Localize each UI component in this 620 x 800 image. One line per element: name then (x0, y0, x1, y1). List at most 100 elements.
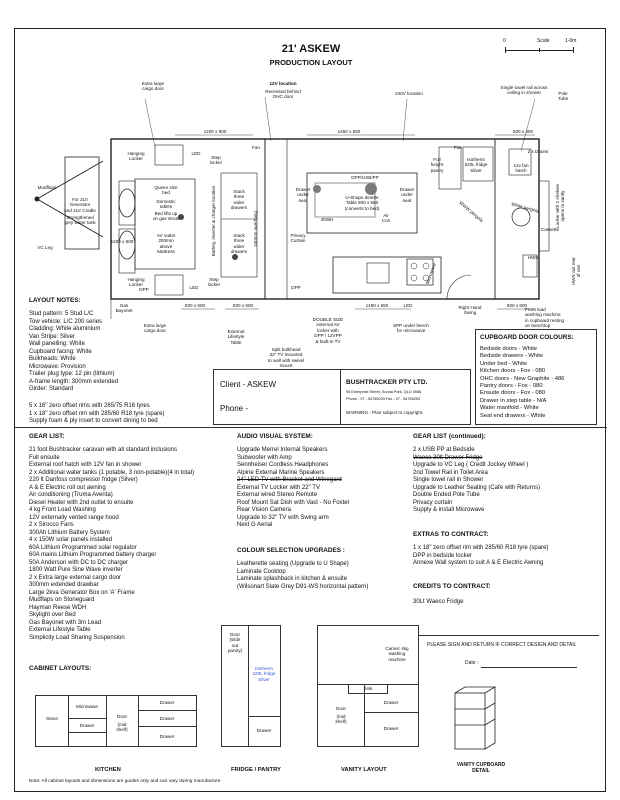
fridge-pantry-caption: FRIDGE / PANTRY (231, 767, 281, 773)
layout-note-item: Cupboard facing: White (29, 348, 92, 355)
led-bottom-right-label: LED (403, 303, 413, 308)
gear-list-item: 60A mains Lithium Programmed battery cha… (29, 552, 157, 558)
pantry-door-label: Door (slide out pantry) (227, 632, 243, 654)
colour-upgrade-item: Laminate Cooktop (237, 568, 286, 575)
gear-list-item: 300mm extended drawbar (29, 582, 99, 588)
av-system-item: Roof Mount Sat Dish with Vast - No Foxte… (237, 499, 349, 506)
dim-500x600-2: 500 x 600 (232, 303, 254, 308)
title-block: Client - ASKEW Phone - BUSHTRACKER PTY L… (213, 369, 471, 425)
dim-1450x550-bottom: 1450 x 550 (365, 303, 389, 308)
led-top-label: LED (191, 151, 201, 156)
gear-list-item: Skylight over Bed (29, 612, 76, 618)
scale-tick (539, 48, 540, 52)
av-system-item: Upgrade Merrel Internal Speakers (237, 447, 328, 453)
layout-notes-heading: LAYOUT NOTES: (29, 297, 81, 304)
av-system-item: Rear Vision Camera (237, 507, 291, 513)
fridge (462, 146, 494, 182)
layout-rim-item: 5 x 16" zero offset rims with 265/75 R16… (29, 403, 150, 409)
cooktop (406, 258, 434, 286)
floor-plan (34, 96, 550, 319)
vanity-drawer-top: Drawer (383, 700, 399, 705)
dim-500x600-3: 500 x 600 (506, 303, 528, 308)
stack-drawers (220, 172, 258, 278)
mudflap-upper (118, 180, 136, 226)
signature-line (419, 635, 599, 636)
credits-list: 30Lt Waeco Fridge (413, 599, 463, 607)
dinette-label: U-Shape dinette Table 900 x 550 (convert… (344, 195, 380, 211)
gear-list-item: Mudflaps on Stoneguard (29, 597, 95, 603)
drawing-sheet: 21' ASKEW PRODUCTION LAYOUT 0 Scale 1-0m (14, 28, 607, 792)
fan-left-label: Fan (252, 145, 260, 150)
layout-note-item: Trailer plug type: 12 pin (lithium) (29, 371, 115, 377)
gear-list-item: External Lifestyle Table (29, 627, 91, 633)
wheel-front-right (118, 230, 136, 260)
kitchen-drawer-bottom: Drawer (159, 734, 175, 739)
layout-note-item: A-frame length: 300mm extended (29, 378, 119, 385)
cupboard-colours-box: CUPBOARD DOOR COLOURS: Bedside doors - W… (475, 329, 597, 425)
step-locker-bottom-label: Step locker (207, 277, 221, 288)
cupboard-colour-item: Seat end drawers - White (480, 412, 546, 419)
gear-continued-item: Privacy curtain (413, 499, 453, 506)
gear-list-item: 2 x Additional water tanks (1 potable, 3… (29, 469, 195, 476)
scale-label: Scale (537, 38, 550, 44)
gear-list-item: 12V externally vented range hood (29, 514, 119, 521)
dpp-usb-pp-label: DPP/USB/PP (351, 175, 379, 180)
gear-list-item: Diesel Heater with 2nd outlet to ensuite (29, 499, 134, 506)
av-outlet-label: AV outlet 200mm above Mattress (156, 233, 176, 255)
tv-40wh-label: 40WH (320, 217, 334, 222)
gear-list-item: Air conditioning (Truma Aventa) (29, 492, 113, 498)
dpp-bottom-left-label: DPP (139, 287, 149, 292)
extras-heading: EXTRAS TO CONTRACT: (413, 531, 489, 538)
drains-label: 2 x Drains (527, 149, 549, 154)
phone-label: Phone - (220, 404, 249, 413)
vanity-sink-label: Sink (363, 686, 373, 691)
av-outlet-marker (178, 214, 184, 220)
gear-list-item: Hayman Reese WDH (29, 604, 87, 611)
fan-right-label: Fan (454, 145, 462, 150)
led-bottom-label: LED (189, 285, 199, 290)
company-name: BUSHTRACKER PTY LTD. (346, 379, 428, 386)
overhang-label: 100mm overhang (253, 211, 258, 247)
gear-continued-item: Upgrade to VC Leg ( Credit Jockey Wheel … (413, 462, 529, 468)
cassette-label: Cassette (540, 227, 560, 232)
sink (366, 262, 390, 284)
drawer-under-seat-2: Drawer under seat (399, 187, 415, 203)
company-address: 95 Enterprise Street, Kunda Park, QLD 45… (346, 390, 423, 394)
gear-list-item: 2 x Sirocco Fans (29, 522, 74, 528)
split-bulkhead-label: Split bulkhead 32" TV mounted to wall wi… (267, 347, 305, 369)
colour-upgrade-item: (Wilsonart Slate Grey D91-WS horizontal … (237, 583, 369, 590)
wheel-front-left (118, 188, 136, 218)
av-system-item: 24" LED TV with Bracket and Winegard (237, 477, 342, 483)
pole-tube-label: Pole Tube (557, 91, 569, 102)
vc-leg-label: VC Leg (37, 245, 53, 250)
air-con-marker (365, 183, 377, 195)
kitchen-drawer-mid: Drawer (159, 716, 175, 721)
company-phone: Phone - 07 - 54765033 Fax - 07 - 5476525… (346, 397, 421, 401)
hws (522, 254, 538, 278)
gas-bayonet-label: Gas Bayonet (115, 303, 133, 314)
layout-rims-list: 5 x 16" zero offset rims with 265/75 R16… (29, 403, 164, 426)
cupboard-colour-item: Pantry doors - Fox - 080 (480, 383, 543, 390)
gear-continued-heading: GEAR LIST (continued): (413, 433, 486, 440)
shower-hatch (508, 148, 532, 176)
kitchen-bench (332, 256, 442, 294)
gear-list-item: 2 x Extra large external cargo door (29, 574, 122, 581)
fan-marker (313, 185, 321, 193)
layout-note-item: Bulkheads: White (29, 356, 76, 362)
dpp-bottom-mid-label: DPP (291, 285, 301, 290)
layout-note-item: Cladding: White aluminium (29, 326, 101, 332)
towel-rail-label: Single towel rail across ceiling in show… (500, 85, 548, 96)
extras-item: DPP in bedside locker (413, 552, 472, 559)
cabinet-right-label: Locker with 2 shelves opens to vanity (555, 184, 566, 228)
hitch-point (34, 196, 40, 202)
gear-continued-item: Supply & install Microwave (413, 507, 485, 513)
date-line (481, 667, 577, 668)
gear-list-item: 60A Lithium Programmed solar regulator (29, 544, 137, 551)
page-title: 21' ASKEW (281, 43, 341, 55)
vanity-mid-shelf-label: (mid shelf) (335, 714, 347, 725)
vanity-cupboard-caption: VANITY CUPBOARD DETAIL (456, 762, 506, 774)
layout-note-item: Tow vehicle: L/C 200 series (29, 318, 103, 325)
